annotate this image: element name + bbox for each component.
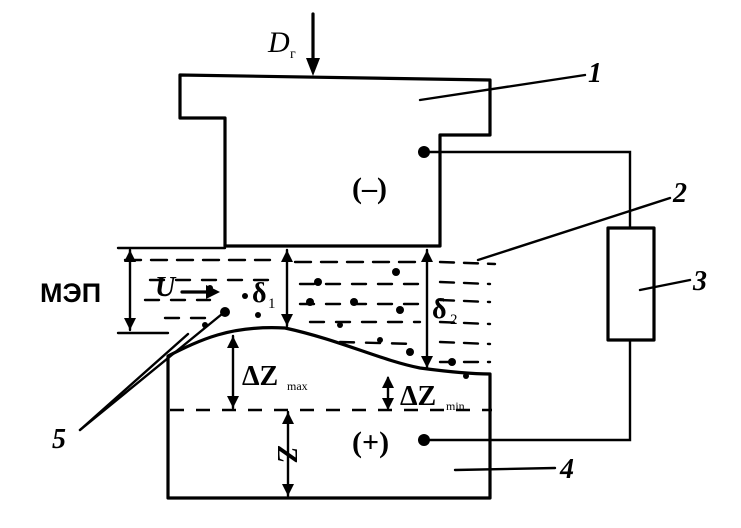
- leader-4: [453, 466, 557, 472]
- delta2-arrow-bottom: [421, 356, 433, 368]
- delta2-label: δ: [432, 294, 447, 325]
- wire-bottom: [422, 338, 632, 442]
- dzmin-label: ΔZ: [400, 381, 436, 412]
- force-arrow-head: [306, 58, 320, 76]
- power-source-3: [606, 226, 656, 342]
- label-2: 2: [672, 178, 687, 209]
- delta2-arrow-top: [421, 250, 433, 262]
- label-5: 5: [52, 424, 66, 455]
- leader-2: [476, 196, 672, 262]
- dzmin-sub: min: [446, 399, 465, 413]
- delta1-sub: 1: [268, 296, 276, 312]
- z-label: Z: [271, 445, 302, 463]
- dzmax-label: ΔZ: [242, 361, 278, 392]
- anode-sign: (+): [352, 426, 389, 459]
- anode-terminal: [418, 434, 430, 446]
- delta2-sub: 2: [450, 312, 458, 328]
- z-arrow-bottom: [282, 484, 294, 496]
- gap-label: МЭП: [40, 278, 101, 308]
- velocity-label: U: [155, 272, 177, 303]
- tool-electrode: [178, 73, 492, 248]
- cathode-sign: (–): [352, 172, 387, 205]
- delta1-label: δ: [252, 278, 267, 309]
- dzmin-arrow-top: [382, 376, 394, 388]
- dzmax-arrow-top: [227, 336, 239, 348]
- force-label: D: [267, 26, 290, 59]
- label-3: 3: [692, 266, 707, 297]
- delta1-arrow-top: [281, 250, 293, 262]
- leader-5b: [78, 312, 224, 432]
- label-1: 1: [588, 58, 602, 89]
- label-4: 4: [559, 454, 574, 485]
- z-arrow-top: [282, 412, 294, 424]
- dzmax-sub: max: [287, 379, 308, 393]
- force-label-sub: г: [290, 47, 296, 62]
- velocity-arrow-head: [206, 285, 220, 299]
- workpiece-electrode: [166, 326, 492, 500]
- dzmax-arrow-bottom: [227, 396, 239, 408]
- leader-1: [418, 73, 587, 102]
- gap-dimension-arrow-bottom: [124, 318, 136, 330]
- dzmin-arrow-bottom: [382, 398, 394, 410]
- delta1-arrow-bottom: [281, 314, 293, 326]
- leader-3: [638, 278, 692, 292]
- wire-top: [422, 150, 632, 230]
- gap-dimension-arrow-top: [124, 250, 136, 262]
